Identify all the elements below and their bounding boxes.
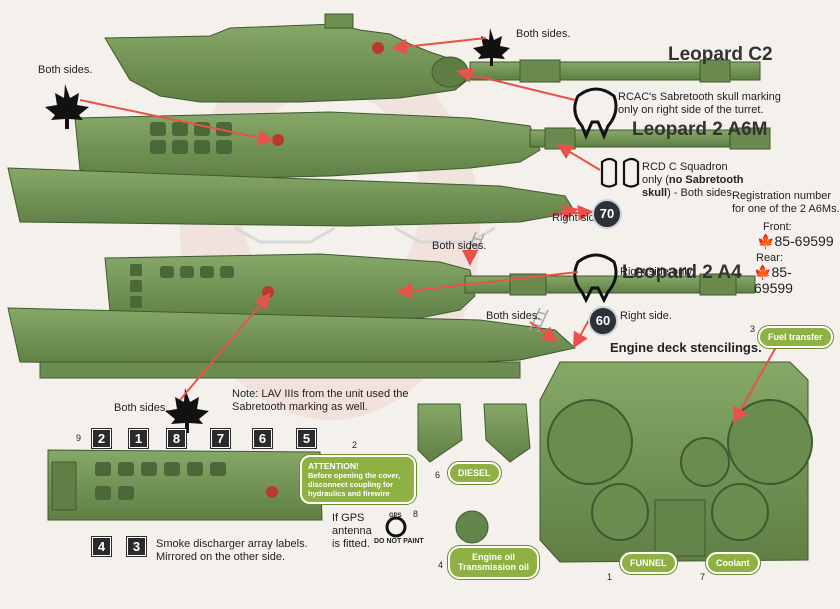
label-right-side-a4: Right side. bbox=[620, 310, 672, 322]
label-right-side-a6m: Right side. bbox=[552, 212, 604, 224]
label-rcd-line3-part2: ) - Both sides. bbox=[667, 187, 735, 199]
label-front-number: 🍁85-69599 bbox=[757, 233, 834, 250]
smoke-label-box-8: 8 bbox=[167, 429, 186, 448]
title-leopard-a4: Leopard 2 A4 bbox=[622, 262, 742, 283]
stencil-diesel: DIESEL bbox=[448, 462, 501, 485]
smoke-label-box-4: 4 bbox=[92, 537, 111, 556]
stencil-funnel: FUNNEL bbox=[620, 552, 677, 575]
label-rcd-line2: only (no Sabretooth bbox=[642, 174, 743, 187]
attention-line-2: disconnect coupling for bbox=[308, 480, 394, 490]
maple-leaf-icon-small: 🍁 bbox=[754, 264, 772, 280]
leopard-a6m-turret bbox=[74, 111, 771, 181]
label-rcd-line3-bold: skull bbox=[642, 187, 668, 199]
note-smoke-1: Smoke discharger array labels. bbox=[156, 538, 308, 550]
label-both-sides-c2-leaf: Both sides. bbox=[516, 28, 571, 40]
stencil-number-1: 1 bbox=[607, 572, 613, 582]
gps-tag: GPS bbox=[389, 513, 402, 519]
maple-leaf-icon: 🍁 bbox=[757, 233, 775, 249]
smoke-small-number: 9 bbox=[76, 433, 82, 443]
stencil-engine-oil: Engine oil Transmission oil bbox=[448, 546, 540, 579]
diesel-caps bbox=[417, 403, 531, 463]
smoke-label-box-1: 1 bbox=[129, 429, 148, 448]
leopard-a6m-hull bbox=[7, 167, 576, 244]
note-gps-2: antenna bbox=[332, 525, 372, 537]
label-front: Front: bbox=[763, 221, 792, 233]
smoke-discharger-panel bbox=[47, 449, 323, 521]
stencil-number-6: 6 bbox=[435, 470, 441, 480]
stencil-number-2: 2 bbox=[352, 440, 358, 450]
label-rear-number-1-text: 85- bbox=[771, 264, 792, 280]
leopard-a4-turret bbox=[104, 253, 756, 323]
label-rcd-line1: RCD C Squadron bbox=[642, 161, 728, 173]
stencil-attention: ATTENTION! Before opening the cover, dis… bbox=[300, 455, 416, 505]
note-gps-1: If GPS bbox=[332, 512, 365, 524]
stencil-number-4: 4 bbox=[438, 560, 444, 570]
gps-antenna-graphics bbox=[385, 510, 489, 544]
label-both-sides-a6m-ladder: Both sides. bbox=[432, 240, 487, 252]
smoke-label-box-2: 2 bbox=[92, 429, 111, 448]
smoke-label-box-5: 5 bbox=[297, 429, 316, 448]
label-both-sides-a4-ladder: Both sides. bbox=[486, 310, 541, 322]
label-rcd-line2-bold: no Sabretooth bbox=[668, 174, 744, 186]
engine-oil-line-2: Transmission oil bbox=[458, 562, 530, 573]
stencil-fuel-transfer: Fuel transfer bbox=[758, 326, 833, 349]
label-registration-2: for one of the 2 A6Ms. bbox=[732, 203, 840, 215]
title-leopard-c2: Leopard C2 bbox=[668, 44, 773, 65]
smoke-label-box-7: 7 bbox=[211, 429, 230, 448]
note-smoke-2: Mirrored on the other side. bbox=[156, 551, 286, 563]
label-registration-1: Registration number bbox=[732, 190, 832, 202]
label-rear: Rear: bbox=[756, 252, 783, 264]
label-sabretooth-note-2: only on right side of the turret. bbox=[618, 104, 764, 116]
label-rear-number-2: 69599 bbox=[754, 280, 793, 296]
do-not-paint-label: DO NOT PAINT bbox=[374, 538, 424, 545]
label-both-sides-a6m-leaf: Both sides. bbox=[38, 64, 93, 76]
attention-line-1: Before opening the cover, bbox=[308, 471, 401, 481]
note-lav-2: Sabretooth marking as well. bbox=[232, 401, 368, 413]
label-rear-number-1: 🍁85- bbox=[754, 264, 792, 281]
note-gps-3: is fitted. bbox=[332, 538, 370, 550]
smoke-label-box-6: 6 bbox=[253, 429, 272, 448]
label-right-side-only: Right side only. bbox=[620, 266, 695, 278]
stencil-number-3: 3 bbox=[750, 324, 756, 334]
leader-arrows bbox=[79, 37, 781, 424]
leopard-c2-turret bbox=[104, 13, 761, 103]
smoke-label-box-3: 3 bbox=[127, 537, 146, 556]
label-sabretooth-note-1: RCAC's Sabretooth skull marking bbox=[618, 91, 781, 103]
turret-number-60: 60 bbox=[588, 306, 618, 336]
title-leopard-a6m: Leopard 2 A6M bbox=[632, 119, 768, 140]
label-rcd-line3: skull) - Both sides. bbox=[642, 187, 735, 200]
stencil-number-7: 7 bbox=[700, 572, 706, 582]
stencil-number-8: 8 bbox=[413, 509, 419, 519]
turret-number-70: 70 bbox=[592, 199, 622, 229]
attention-title: ATTENTION! bbox=[308, 461, 359, 471]
label-front-number-text: 85-69599 bbox=[774, 233, 834, 249]
engine-oil-line-1: Engine oil bbox=[472, 552, 516, 562]
rcd-emblem-icon bbox=[600, 157, 640, 188]
leopard-a4-hull bbox=[7, 307, 577, 379]
attention-line-3: hydraulics and firewire bbox=[308, 489, 390, 499]
engine-deck bbox=[539, 361, 813, 563]
label-rcd-line2-part1: only ( bbox=[642, 174, 669, 186]
label-both-sides-smoke: Both sides. bbox=[114, 402, 169, 414]
sabretooth-skull-icons bbox=[573, 87, 618, 304]
stencil-coolant: Coolant bbox=[706, 552, 760, 575]
engine-deck-title: Engine deck stencilings. bbox=[610, 340, 762, 355]
note-lav-1: Note: LAV IIIs from the unit used the bbox=[232, 388, 409, 400]
